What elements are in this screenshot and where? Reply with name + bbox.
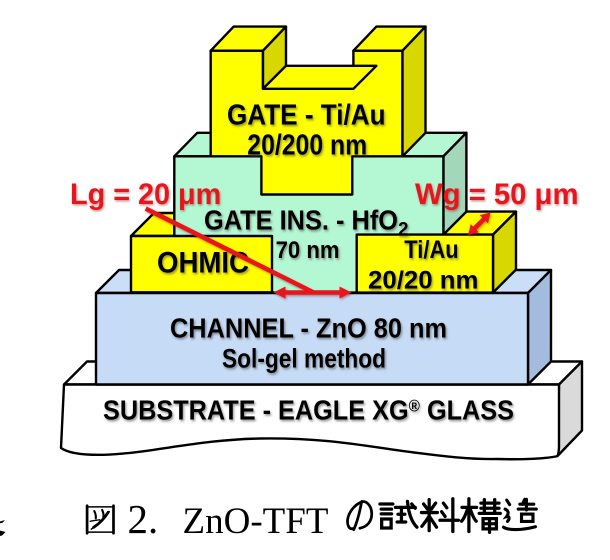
svg-text:2.: 2. — [128, 496, 159, 542]
svg-text:GATE INS. - HfO: GATE INS. - HfO — [204, 205, 398, 236]
svg-text:Ti/Au: Ti/Au — [404, 236, 458, 264]
svg-text:20/200 nm: 20/200 nm — [247, 130, 367, 162]
svg-text:Sol-gel method: Sol-gel method — [222, 344, 386, 374]
svg-text:2: 2 — [398, 220, 409, 241]
svg-text:70 nm: 70 nm — [276, 237, 340, 264]
svg-text:20/20 nm: 20/20 nm — [368, 267, 479, 295]
svg-text:GATE - Ti/Au: GATE - Ti/Au — [227, 100, 386, 132]
svg-text:Lg = 20 μm: Lg = 20 μm — [70, 178, 221, 211]
svg-text:Wg = 50 μm: Wg = 50 μm — [415, 178, 579, 211]
svg-text:ZnO-TFT: ZnO-TFT — [183, 501, 329, 542]
svg-text:SUBSTRATE - EAGLE XG® GLASS: SUBSTRATE - EAGLE XG® GLASS — [103, 395, 514, 426]
svg-text:CHANNEL - ZnO 80 nm: CHANNEL - ZnO 80 nm — [170, 313, 447, 344]
